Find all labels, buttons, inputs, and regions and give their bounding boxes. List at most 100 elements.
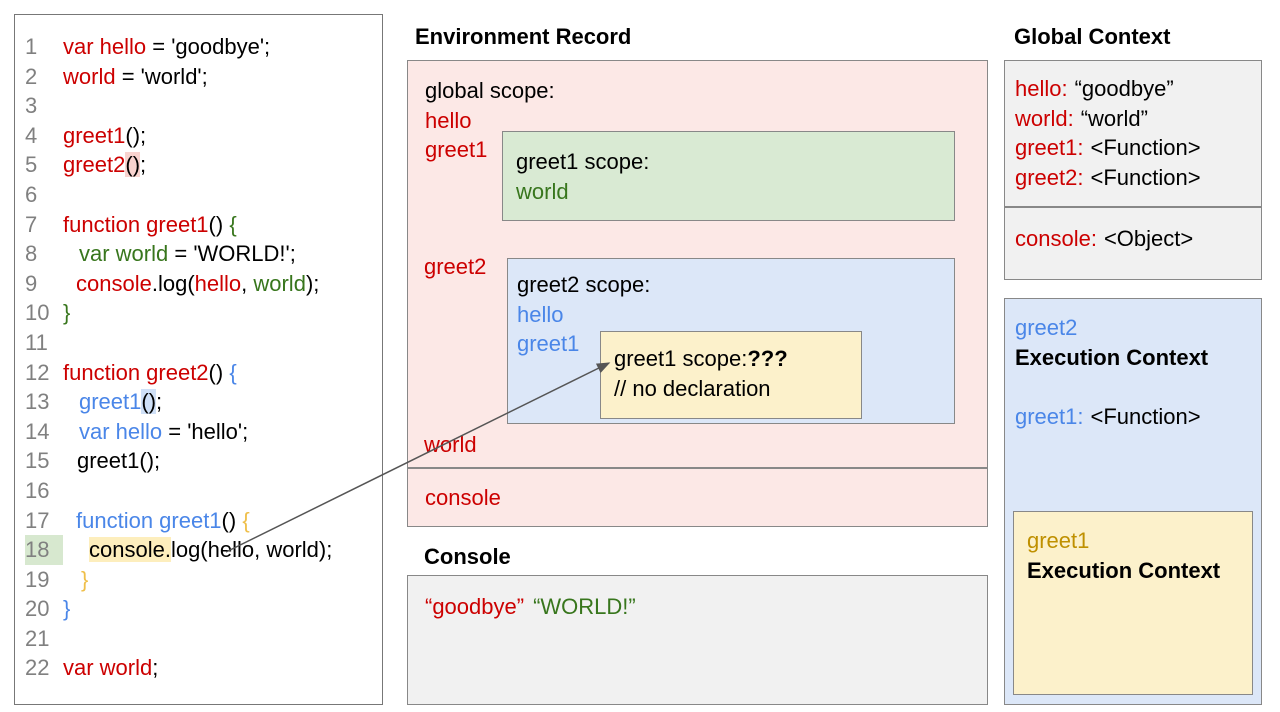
line-number: 3	[25, 93, 38, 119]
entry-key: greet2:	[1015, 164, 1084, 190]
entry-key: hello:	[1015, 76, 1068, 101]
entry-key: world:	[1015, 105, 1074, 131]
code-token: greet1();	[77, 448, 161, 474]
console-output-goodbye: “goodbye”	[425, 594, 525, 619]
global-scope-var-hello: hello	[425, 107, 472, 133]
code-line: 6	[15, 180, 382, 210]
unknown-scope-marker: ???	[747, 346, 788, 371]
entry-value: “world”	[1080, 105, 1148, 131]
entry-value: “goodbye”	[1074, 76, 1174, 101]
line-number: 6	[25, 181, 38, 207]
context-entry: greet1:<Function>	[1015, 133, 1261, 163]
code-token: greet1	[63, 122, 126, 148]
code-token: world	[63, 63, 116, 89]
code-text: greet1();	[63, 448, 160, 473]
code-token: var hello	[63, 34, 147, 59]
code-line: 3	[15, 91, 382, 121]
line-number: 5	[25, 152, 38, 178]
code-token: ()	[141, 389, 157, 415]
execution-context-name: greet2	[1015, 315, 1078, 340]
line-number: 17	[25, 507, 50, 533]
entry-value: <Function>	[1090, 135, 1201, 160]
greet1-scope-var-world: world	[516, 178, 569, 204]
code-text: greet1();	[63, 389, 163, 415]
context-entry: greet1:<Function>	[1015, 402, 1261, 432]
code-token: function greet1	[63, 211, 209, 237]
code-token: ;	[156, 389, 163, 415]
code-line: 16	[15, 476, 382, 506]
code-line: 20}	[15, 594, 382, 624]
code-text: }	[63, 596, 70, 621]
line-number: 20	[25, 596, 50, 622]
line-number: 14	[25, 418, 50, 444]
line-number: 8	[25, 241, 38, 267]
code-line: 19}	[15, 565, 382, 595]
line-number: 2	[25, 63, 38, 89]
code-token: {	[229, 359, 237, 385]
code-token: greet2	[63, 152, 126, 178]
line-number: 15	[25, 448, 50, 474]
code-line: 11	[15, 328, 382, 358]
line-number: 7	[25, 211, 38, 237]
code-text: var hello = 'hello';	[63, 419, 248, 444]
entry-key: greet1:	[1015, 403, 1084, 429]
greet2-scope-label: greet2 scope:	[517, 272, 651, 297]
global-context-box: hello:“goodbye” world:“world” greet1:<Fu…	[1004, 60, 1262, 207]
global-context-title: Global Context	[1014, 24, 1171, 49]
greet1-scope-label: greet1 scope:	[516, 149, 650, 174]
entry-value: <Object>	[1103, 226, 1194, 251]
code-line: 21	[15, 624, 382, 654]
code-line: 2 world = 'world';	[15, 62, 382, 92]
console-output-world: “WORLD!”	[533, 594, 636, 619]
code-token: var hello	[79, 418, 163, 444]
inner-greet1-scope-label: greet1 scope:???	[614, 344, 861, 374]
code-token: }	[63, 596, 71, 622]
code-token: }	[63, 300, 71, 326]
entry-key: greet1:	[1015, 135, 1084, 160]
code-token: .log(	[151, 270, 195, 296]
greet1-scope-box: greet1 scope: world	[502, 131, 955, 221]
code-text: var world;	[63, 655, 158, 680]
code-token: = 'hello';	[162, 418, 249, 444]
code-token: = 'WORLD!';	[168, 241, 296, 267]
code-text: console.log(hello, world);	[63, 271, 319, 296]
code-token: = 'world';	[115, 63, 208, 89]
line-number: 18	[25, 535, 63, 565]
code-token: console	[76, 270, 152, 296]
context-entry: world:“world”	[1015, 104, 1261, 134]
code-token: );	[305, 270, 320, 296]
global-scope-var-console: console	[425, 485, 501, 510]
entry-key: console:	[1015, 226, 1097, 251]
global-scope-var-greet2: greet2	[424, 254, 487, 279]
code-text: }	[63, 567, 88, 592]
environment-record-title: Environment Record	[415, 24, 632, 49]
no-declaration-comment: // no declaration	[614, 375, 771, 401]
line-number: 10	[25, 300, 50, 326]
code-line: 5 greet2();	[15, 150, 382, 180]
code-token: ()	[221, 507, 243, 533]
code-token: ()	[208, 359, 230, 385]
code-token: function greet2	[63, 359, 209, 385]
code-text: var world = 'WORLD!';	[63, 241, 296, 266]
code-line: 8 var world = 'WORLD!';	[15, 239, 382, 269]
inner-greet1-scope-box: greet1 scope:??? // no declaration	[600, 331, 862, 419]
code-token: ;	[152, 655, 159, 681]
line-number: 12	[25, 359, 50, 385]
console-output-line: “goodbye” “WORLD!”	[425, 592, 987, 622]
context-entry: greet2:<Function>	[1015, 163, 1261, 193]
context-entry: console:<Object>	[1015, 224, 1261, 254]
line-number: 1	[25, 34, 38, 59]
code-token: var world	[63, 655, 153, 681]
console-output-box: “goodbye” “WORLD!”	[407, 575, 988, 705]
code-text: greet2();	[63, 152, 146, 178]
line-number: 21	[25, 625, 50, 651]
line-number: 11	[25, 329, 48, 355]
code-token: ()	[208, 211, 230, 237]
code-token: {	[242, 507, 250, 533]
